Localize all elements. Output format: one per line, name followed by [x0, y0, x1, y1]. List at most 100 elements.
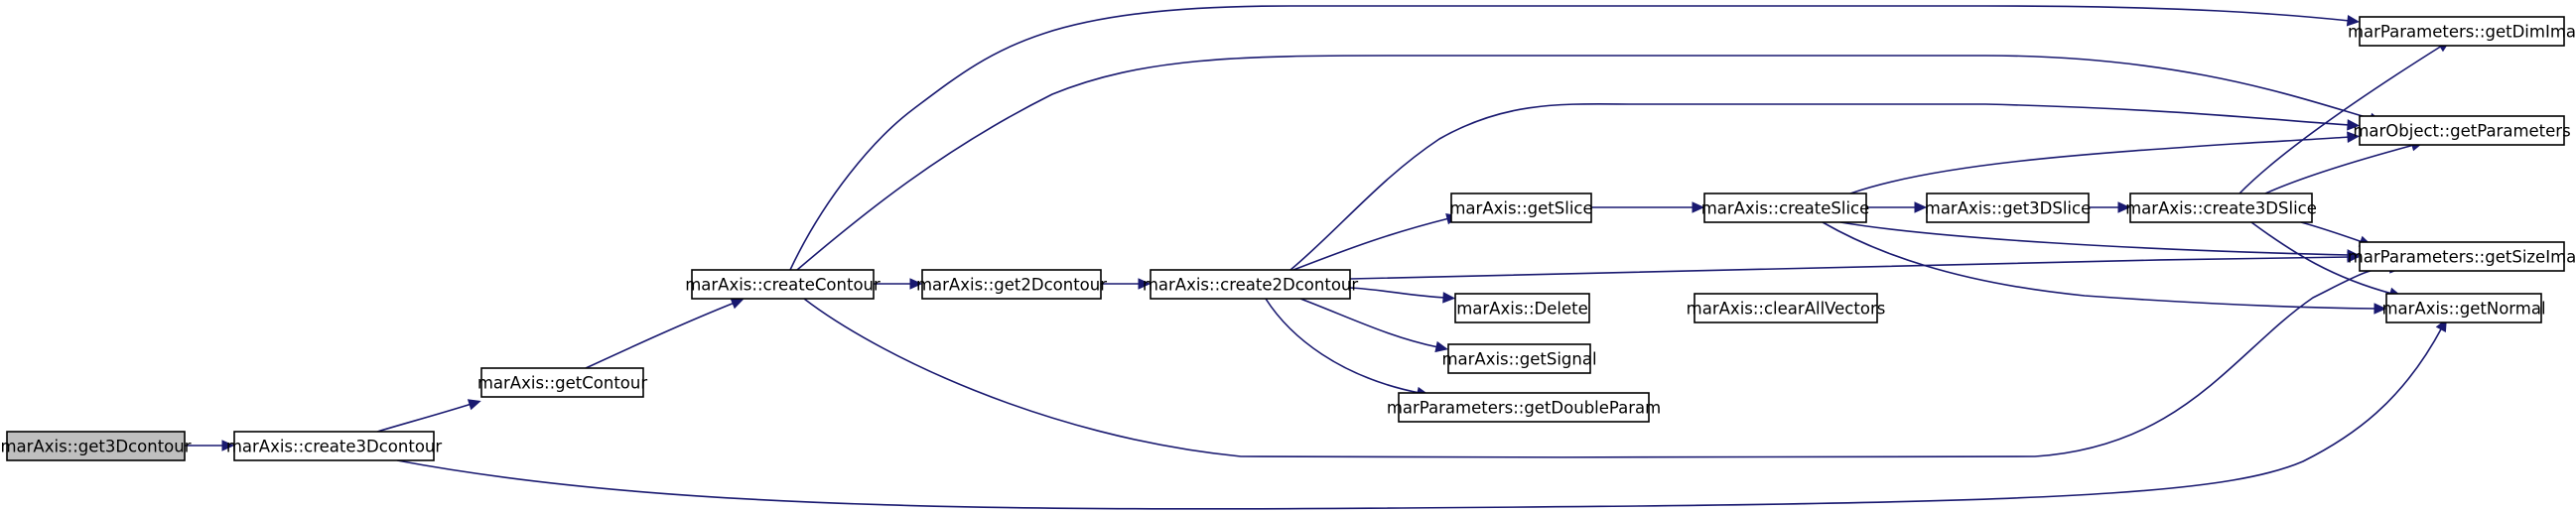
- node-label: marAxis::create3Dcontour: [226, 438, 443, 456]
- node-getSlice[interactable]: marAxis::getSlice: [1449, 192, 1593, 223]
- arrowhead: [1434, 340, 1448, 353]
- node-box[interactable]: [1703, 192, 1867, 223]
- edge-get3Dcontour-to-create3Dcontour: [185, 440, 235, 451]
- node-getSignal[interactable]: marAxis::getSignal: [1441, 343, 1597, 374]
- edge-get3DSlice-to-create3DSlice: [2089, 201, 2131, 213]
- node-box[interactable]: [1150, 269, 1351, 300]
- edge-line: [796, 55, 2373, 271]
- node-createContour[interactable]: marAxis::createContour: [685, 269, 881, 300]
- node-label: marAxis::getSlice: [1449, 199, 1592, 218]
- edge-line: [1265, 298, 1421, 394]
- arrowhead: [467, 399, 481, 411]
- node-box[interactable]: [1398, 392, 1650, 423]
- edge-line: [2300, 221, 2364, 243]
- node-box[interactable]: [6, 431, 186, 461]
- edge-create2Dcontour-to-getSignal: [1299, 298, 1448, 353]
- edge-getSlice-to-createSlice: [1591, 201, 1705, 213]
- edge-createSlice-to-getNormal: [1822, 221, 2387, 315]
- node-label: marAxis::get3Dcontour: [0, 438, 191, 456]
- node-getParameters[interactable]: marObject::getParameters: [2353, 115, 2571, 146]
- node-clearAllVectors[interactable]: marAxis::clearAllVectors: [1687, 293, 1886, 323]
- edge-create2Dcontour-to-getSizeIma: [1349, 251, 2361, 280]
- node-label: marObject::getParameters: [2353, 122, 2570, 141]
- edge-createContour-to-getDimIma: [789, 5, 2361, 271]
- node-label: marParameters::getDoubleParam: [1387, 399, 1661, 418]
- node-label: marAxis::get3DSlice: [1925, 199, 2091, 218]
- node-box[interactable]: [2359, 241, 2565, 272]
- arrowhead: [2347, 119, 2361, 131]
- edge-line: [2264, 144, 2415, 194]
- edge-line: [803, 267, 2393, 458]
- arrowhead: [2347, 249, 2361, 261]
- node-label: marAxis::get2Dcontour: [916, 276, 1107, 295]
- arrowhead: [2347, 131, 2361, 143]
- node-getSizeIma[interactable]: marParameters::getSizeIma: [2348, 241, 2576, 272]
- arrowhead: [2117, 201, 2131, 213]
- nodes-layer: marAxis::get3Dcontour marAxis::create3Dco…: [0, 16, 2576, 461]
- node-box[interactable]: [921, 269, 1102, 300]
- node-create2Dcontour[interactable]: marAxis::create2Dcontour: [1143, 269, 1359, 300]
- node-label: marAxis::create3DSlice: [2125, 199, 2317, 218]
- edge-line: [376, 403, 473, 433]
- arrowhead: [730, 298, 745, 310]
- edge-line: [1289, 103, 2351, 271]
- arrowhead: [2373, 303, 2387, 315]
- arrowhead: [1138, 278, 1152, 290]
- node-get2Dcontour[interactable]: marAxis::get2Dcontour: [916, 269, 1107, 300]
- node-box[interactable]: [1694, 293, 1878, 323]
- edge-createSlice-to-getParameters: [1849, 131, 2361, 194]
- arrowhead: [1914, 201, 1928, 213]
- node-create3DSlice[interactable]: marAxis::create3DSlice: [2125, 192, 2317, 223]
- node-get3DSlice[interactable]: marAxis::get3DSlice: [1925, 192, 2091, 223]
- edge-line: [396, 326, 2443, 510]
- edge-create2Dcontour-to-getParameters: [1289, 103, 2361, 271]
- node-createSlice[interactable]: marAxis::createSlice: [1701, 192, 1870, 223]
- node-box[interactable]: [2359, 16, 2565, 47]
- node-box[interactable]: [2129, 192, 2313, 223]
- node-box[interactable]: [2385, 293, 2542, 323]
- node-label: marParameters::getDimIma: [2348, 23, 2576, 42]
- node-box[interactable]: [2359, 115, 2565, 146]
- node-box[interactable]: [1447, 343, 1591, 374]
- edge-create3Dcontour-to-getContour: [376, 399, 481, 433]
- node-label: marAxis::getContour: [477, 374, 648, 393]
- edge-createSlice-to-getSizeIma: [1839, 221, 2361, 261]
- edge-get2Dcontour-to-create2Dcontour: [1101, 278, 1152, 290]
- edge-getContour-to-createContour: [585, 298, 745, 369]
- node-box[interactable]: [1454, 293, 1590, 323]
- edge-line: [585, 302, 736, 369]
- edge-createSlice-to-get3DSlice: [1866, 201, 1928, 213]
- edges-layer: [185, 5, 2451, 510]
- arrowhead: [909, 278, 923, 290]
- edge-line: [1839, 221, 2351, 256]
- node-get3Dcontour[interactable]: marAxis::get3Dcontour: [0, 431, 192, 461]
- edge-line: [1299, 298, 1439, 348]
- node-label: marParameters::getSizeIma: [2348, 248, 2576, 267]
- edge-line: [1822, 221, 2377, 310]
- node-create3Dcontour[interactable]: marAxis::create3Dcontour: [226, 431, 443, 461]
- node-label: marAxis::Delete: [1456, 300, 1588, 319]
- edge-line: [789, 5, 2351, 271]
- node-box[interactable]: [1450, 192, 1592, 223]
- edge-create2Dcontour-to-getDoubleParam: [1265, 298, 1429, 399]
- node-box[interactable]: [1926, 192, 2090, 223]
- node-getDimIma[interactable]: marParameters::getDimIma: [2348, 16, 2576, 47]
- node-getNormal[interactable]: marAxis::getNormal: [2381, 293, 2546, 323]
- node-label: marAxis::createSlice: [1701, 199, 1870, 218]
- node-label: marAxis::clearAllVectors: [1687, 300, 1886, 319]
- node-getDoubleParam[interactable]: marParameters::getDoubleParam: [1387, 392, 1661, 423]
- node-label: marAxis::getSignal: [1441, 350, 1596, 369]
- edge-line: [1292, 217, 1450, 271]
- arrowhead: [221, 440, 235, 451]
- node-box[interactable]: [233, 431, 435, 461]
- edge-line: [2238, 45, 2443, 194]
- node-label: marAxis::create2Dcontour: [1143, 276, 1359, 295]
- node-Delete[interactable]: marAxis::Delete: [1454, 293, 1590, 323]
- arrowhead: [2346, 14, 2361, 27]
- arrowhead: [1442, 292, 1456, 304]
- node-box[interactable]: [480, 367, 644, 398]
- node-box[interactable]: [691, 269, 875, 300]
- edge-create3DSlice-to-getParameters: [2264, 140, 2424, 194]
- node-getContour[interactable]: marAxis::getContour: [477, 367, 648, 398]
